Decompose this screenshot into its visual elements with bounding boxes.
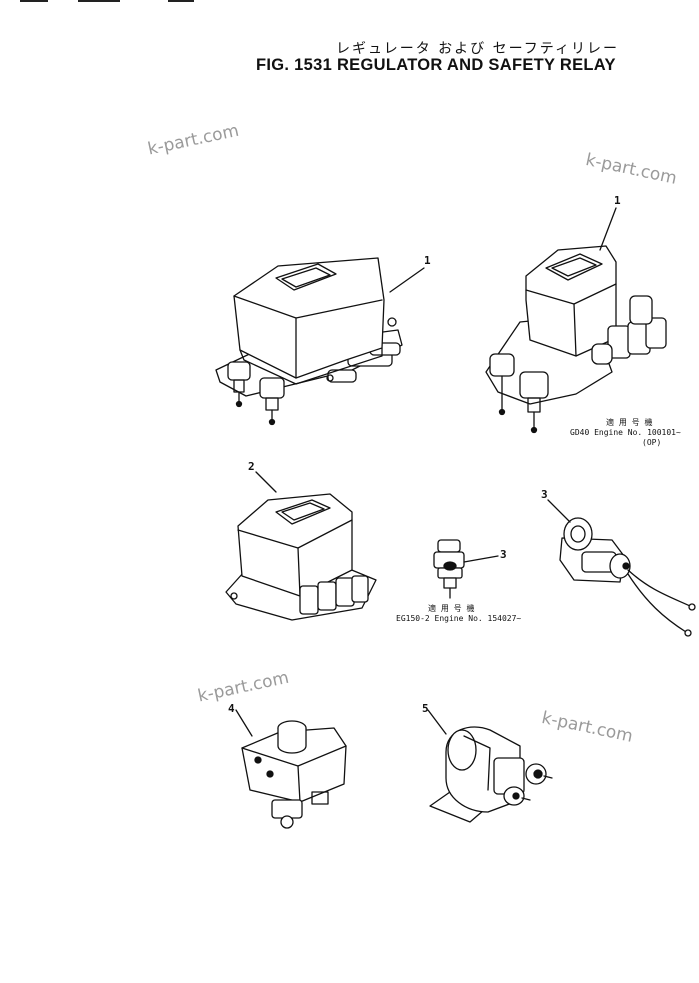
eg150-note-label: 適 用 号 機 — [428, 604, 475, 613]
callout-3-bracket: 3 — [541, 488, 548, 501]
regulator-2 — [225, 493, 377, 621]
eg150-note: 適 用 号 機 EG150-2 Engine No. 154027~ — [396, 604, 521, 624]
callout-5: 5 — [422, 702, 429, 715]
callout-4: 4 — [228, 702, 235, 715]
safety-switch-3-bracket — [559, 517, 696, 637]
figure-title-japanese: レギュレータ および セーフティリレー — [336, 41, 619, 57]
regulator-1-right — [485, 245, 667, 434]
callout-2: 2 — [248, 460, 255, 473]
top-rule-middle — [78, 0, 120, 2]
callout-1-left: 1 — [424, 254, 431, 267]
top-rule-left — [20, 0, 48, 2]
relay-4 — [241, 720, 347, 829]
gd40-note-engine: GD40 Engine No. 100101~ — [570, 428, 681, 437]
figure-title: FIG. 1531 REGULATOR AND SAFETY RELAY — [256, 56, 616, 74]
callout-1-right: 1 — [614, 194, 621, 207]
callout-3-small: 3 — [500, 548, 507, 561]
eg150-note-engine: EG150-2 Engine No. 154027~ — [396, 614, 522, 623]
relay-5 — [429, 726, 553, 823]
gd40-note-label: 適 用 号 機 — [606, 418, 653, 427]
gd40-note: 適 用 号 機 GD40 Engine No. 100101~ (OP) — [570, 418, 681, 448]
regulator-1-left — [215, 257, 403, 426]
leader-lines — [235, 207, 617, 737]
gd40-note-option: (OP) — [642, 438, 662, 447]
top-rule-right — [168, 0, 194, 2]
safety-switch-3-small — [433, 539, 465, 599]
